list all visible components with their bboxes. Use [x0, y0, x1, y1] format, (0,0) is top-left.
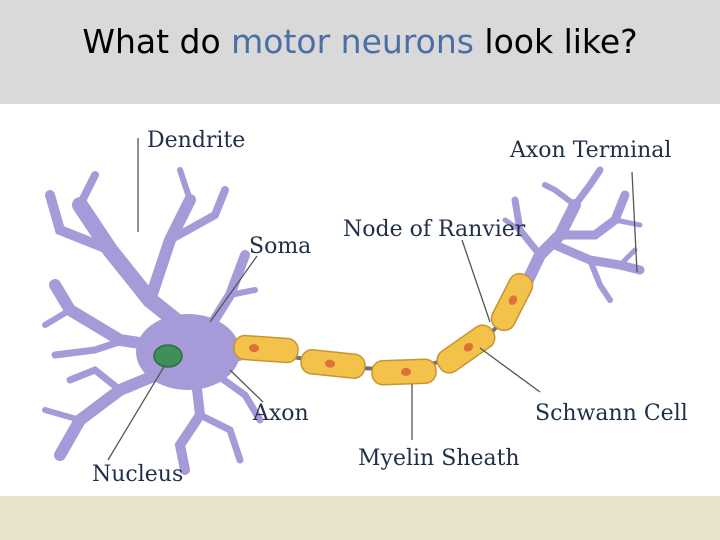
neuron-diagram: Dendrite Axon Terminal Soma Node of Ranv… — [42, 128, 688, 487]
title-suffix: look like? — [473, 22, 638, 61]
axon-terminal-branches — [502, 166, 645, 303]
leader-lines — [107, 138, 638, 461]
title-bar: What do motor neurons look like? — [0, 0, 720, 104]
label-soma: Soma — [249, 234, 311, 259]
slide-title: What do motor neurons look like? — [0, 22, 720, 61]
label-axon: Axon — [252, 401, 309, 426]
label-axon-terminal: Axon Terminal — [509, 138, 671, 163]
dendrites — [42, 167, 264, 475]
label-schwann-cell: Schwann Cell — [535, 401, 688, 426]
label-nucleus: Nucleus — [92, 462, 183, 487]
title-prefix: What do — [82, 22, 232, 61]
label-dendrite: Dendrite — [147, 128, 245, 153]
label-myelin-sheath: Myelin Sheath — [358, 446, 520, 471]
label-node-of-ranvier: Node of Ranvier — [343, 217, 526, 242]
nucleus-shape — [153, 344, 183, 368]
footer-bar — [0, 496, 720, 540]
myelin-segments — [233, 272, 534, 386]
title-highlight: motor neurons — [231, 22, 474, 61]
soma-shape — [136, 314, 240, 390]
